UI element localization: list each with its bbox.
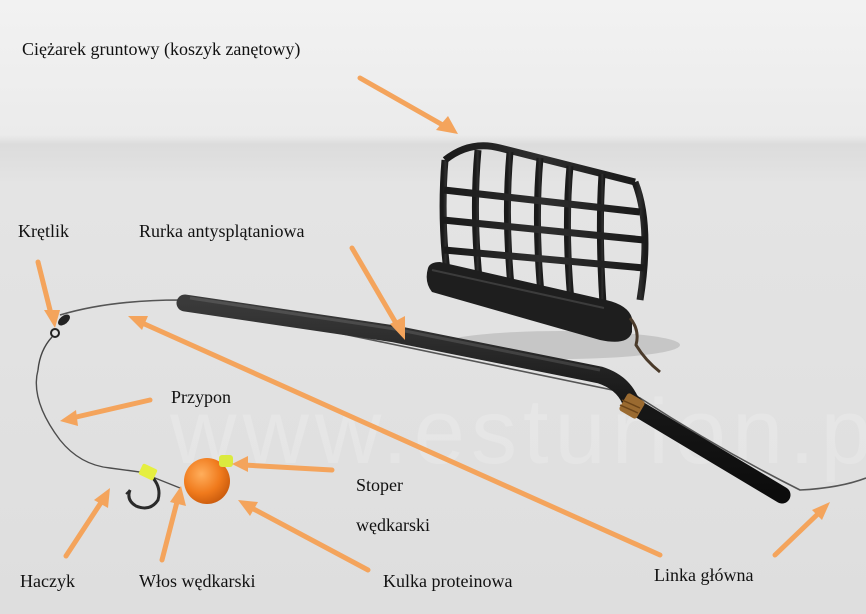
feeder-link bbox=[628, 317, 661, 374]
label-hooklink: Przypon bbox=[171, 387, 231, 407]
arrow-mainline-right bbox=[772, 502, 830, 558]
arrow-hair bbox=[159, 486, 186, 563]
swivel bbox=[37, 314, 70, 371]
hooklink bbox=[35, 369, 181, 489]
arrow-hooklink bbox=[60, 397, 153, 426]
label-tube: Rurka antysplątaniowa bbox=[139, 221, 305, 241]
arrow-feeder bbox=[357, 75, 458, 134]
arrows bbox=[35, 75, 830, 573]
label-mainline: Linka główna bbox=[654, 565, 754, 585]
arrow-stopper bbox=[232, 456, 335, 473]
label-hook: Haczyk bbox=[20, 571, 75, 591]
label-stopper-line2: wędkarski bbox=[356, 515, 430, 535]
boilie bbox=[184, 455, 233, 504]
arrow-hook bbox=[63, 488, 110, 559]
label-hair: Włos wędkarski bbox=[139, 571, 256, 591]
label-feeder: Ciężarek gruntowy (koszyk zanętowy) bbox=[22, 39, 301, 59]
arrow-mainline-up bbox=[128, 316, 663, 558]
arrow-tube bbox=[349, 245, 405, 340]
main-line bbox=[59, 299, 866, 491]
label-stopper-line1: Stoper bbox=[356, 475, 403, 495]
hook bbox=[125, 463, 161, 510]
label-swivel: Krętlik bbox=[18, 221, 69, 241]
tube-coil bbox=[619, 393, 645, 419]
label-boilie: Kulka proteinowa bbox=[383, 571, 513, 591]
arrow-boilie bbox=[238, 500, 371, 573]
arrow-swivel bbox=[35, 259, 60, 328]
feeder-basket bbox=[426, 142, 649, 342]
